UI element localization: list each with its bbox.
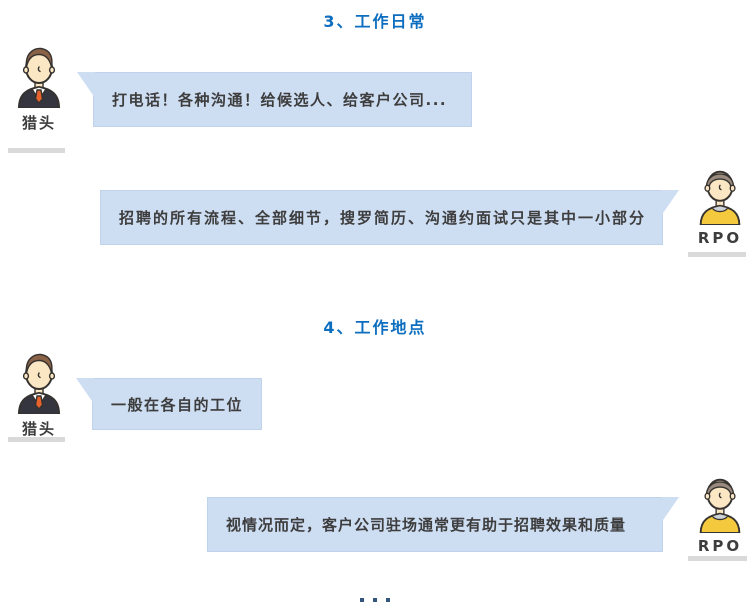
dot xyxy=(386,598,390,602)
chat-bubble-right: 招聘的所有流程、全部细节，搜罗简历、沟通约面试只是其中一小部分 xyxy=(100,190,663,245)
section-heading-4: 4、工作地点 xyxy=(323,318,427,337)
dot xyxy=(360,598,364,602)
speaker-underline xyxy=(688,556,747,561)
rpo-avatar-icon xyxy=(699,170,741,225)
section-heading-3: 3、工作日常 xyxy=(323,12,427,31)
speaker-headhunter: 猎头 xyxy=(4,352,74,439)
speaker-label: 猎头 xyxy=(21,114,56,132)
rpo-avatar-icon xyxy=(699,478,741,533)
chat-bubble-left: 一般在各自的工位 xyxy=(92,378,262,430)
speaker-label: 猎头 xyxy=(21,420,56,438)
dot xyxy=(373,598,377,602)
bubble-text: 打电话！各种沟通！给候选人、给客户公司... xyxy=(112,91,448,109)
bubble-text: 视情况而定，客户公司驻场通常更有助于招聘效果和质量 xyxy=(226,516,627,534)
footer-ellipsis xyxy=(0,598,750,602)
speaker-label: RPO xyxy=(697,229,743,247)
speaker-label: RPO xyxy=(697,537,743,555)
bubble-text: 一般在各自的工位 xyxy=(111,395,244,414)
speaker-underline xyxy=(8,437,65,442)
speaker-underline xyxy=(688,252,746,257)
speaker-rpo: RPO xyxy=(685,165,750,247)
headhunter-avatar-icon xyxy=(18,47,60,108)
speaker-headhunter: 猎头 xyxy=(4,46,74,133)
speaker-rpo: RPO xyxy=(685,473,750,555)
chat-bubble-left: 打电话！各种沟通！给候选人、给客户公司... xyxy=(93,72,472,127)
chat-bubble-right: 视情况而定，客户公司驻场通常更有助于招聘效果和质量 xyxy=(207,497,663,552)
bubble-text: 招聘的所有流程、全部细节，搜罗简历、沟通约面试只是其中一小部分 xyxy=(119,209,647,227)
speaker-underline xyxy=(8,148,65,153)
headhunter-avatar-icon xyxy=(18,353,60,414)
